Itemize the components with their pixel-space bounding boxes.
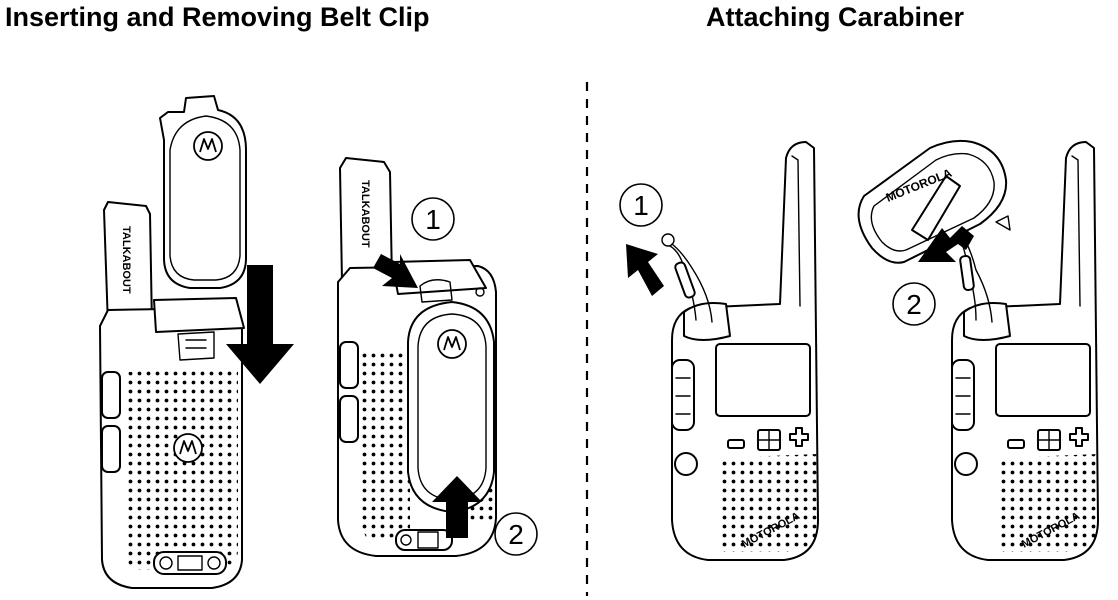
svg-text:1: 1: [633, 190, 649, 221]
carabiner: MOTOROLA: [857, 139, 1011, 264]
display-window: [715, 343, 811, 417]
antenna-brand-text: TALKABOUT: [120, 226, 132, 294]
slide-up-arrow: [432, 476, 482, 538]
motorola-logo: [173, 433, 203, 463]
pull-arrow: [626, 244, 664, 296]
insert-down-arrow: [226, 265, 294, 384]
radio-front-a: MOTOROLA: [671, 141, 819, 561]
lanyard-loop-b: [959, 241, 993, 323]
antenna-brand-text: TALKABOUT: [359, 180, 371, 248]
side-button: [951, 359, 975, 431]
speaker-grille: [362, 348, 410, 540]
ptt-button: [954, 452, 978, 476]
press-arrow: [373, 254, 418, 288]
svg-text:2: 2: [508, 519, 524, 550]
display-window: [995, 343, 1091, 417]
carabiner-step-2-badge: 2: [892, 282, 936, 326]
belt-clip-detached: [159, 95, 247, 289]
ptt-button: [674, 452, 698, 476]
speaker-grille: [1000, 454, 1098, 552]
side-button-lower: [101, 425, 121, 473]
svg-text:1: 1: [425, 204, 441, 235]
belt-clip-heading: Inserting and Removing Belt Clip: [5, 2, 430, 32]
belt-step-2-badge: 2: [494, 512, 538, 556]
carabiner-heading: Attaching Carabiner: [706, 2, 965, 32]
svg-text:2: 2: [906, 289, 922, 320]
radio-front-b: MOTOROLA: [951, 141, 1099, 561]
side-button: [671, 359, 695, 431]
radio-back-left: TALKABOUT: [99, 95, 247, 589]
lanyard-loop-a: [661, 233, 713, 323]
attach-arrow: [918, 226, 974, 262]
speaker-grille: [126, 368, 238, 570]
speaker-grille: [720, 454, 818, 552]
carabiner-step-1-badge: 1: [619, 183, 663, 227]
side-button-upper: [101, 371, 121, 419]
belt-step-1-badge: 1: [411, 197, 455, 241]
belt-clip-attached: [407, 301, 495, 513]
